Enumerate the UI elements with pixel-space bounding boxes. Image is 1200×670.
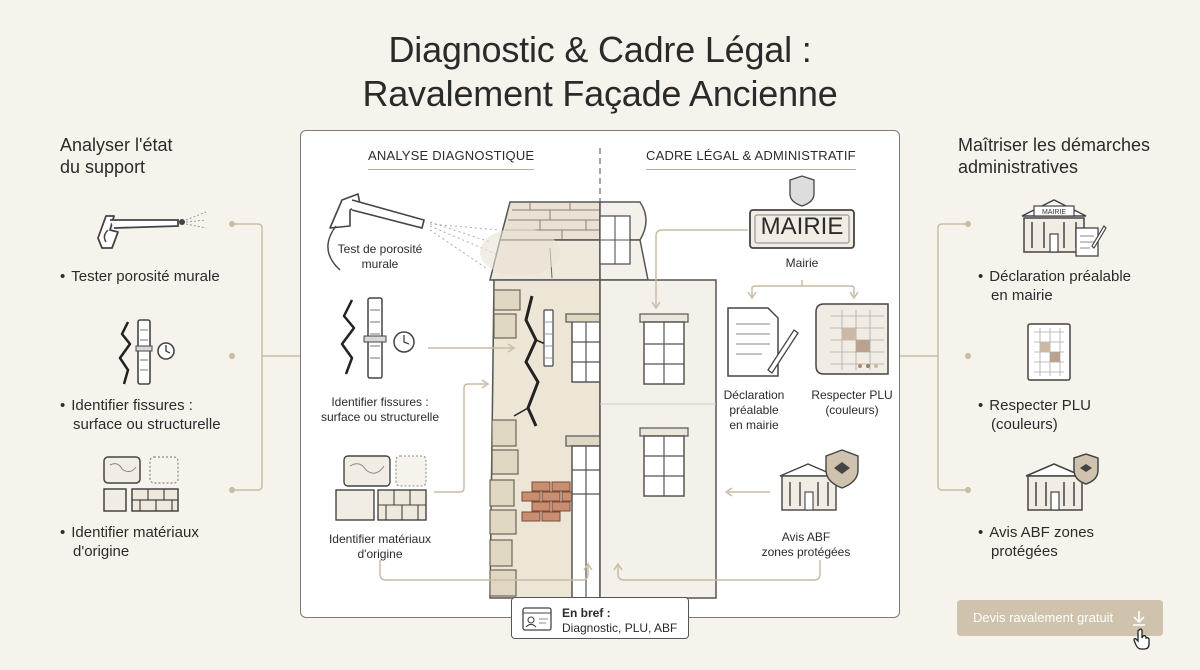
abf-label: Avis ABF zones protégées — [761, 530, 851, 559]
mairie-label: Mairie — [785, 256, 819, 270]
right-item-declaration: •Déclaration préalable en mairie — [978, 268, 1132, 304]
page-title-line-1: Diagnostic & Cadre Légal : — [388, 29, 812, 70]
id-card-icon — [522, 607, 552, 631]
left-item-cracks: •Identifier fissures : surface ou struct… — [60, 397, 221, 433]
page-title: Diagnostic & Cadre Légal : Ravalement Fa… — [0, 28, 1200, 116]
summary-text: Diagnostic, PLU, ABF — [562, 621, 678, 635]
diagnostic-section-title: ANALYSE DIAGNOSTIQUE — [368, 148, 535, 170]
town-hall-icon: MAIRIE — [1021, 199, 1107, 257]
cracks-label: Identifier fissures : surface ou structu… — [320, 395, 440, 424]
blueprint-icon — [1027, 323, 1071, 381]
materials-icon — [103, 456, 179, 512]
house-facade-illustration — [327, 148, 889, 600]
right-column-heading: Maîtriser les démarches administratives — [958, 135, 1151, 177]
plu-label: Respecter PLU (couleurs) — [811, 388, 893, 417]
left-column-heading: Analyser l'état du support — [60, 135, 173, 177]
town-hall-badge: MAIRIE — [1042, 209, 1066, 216]
crack-gauge-icon — [118, 319, 175, 385]
free-quote-button[interactable]: Devis ravalement gratuit — [957, 600, 1163, 650]
legal-section-title: CADRE LÉGAL & ADMINISTRATIF — [646, 148, 856, 170]
pressure-washer-icon — [97, 211, 207, 249]
left-item-porosity: •Tester porosité murale — [60, 268, 220, 285]
page-title-line-2: Ravalement Façade Ancienne — [362, 73, 838, 114]
summary-title: En bref : — [562, 606, 611, 620]
download-icon — [1133, 611, 1145, 626]
summary-box: En bref : Diagnostic, PLU, ABF — [511, 597, 689, 639]
mairie-sign: MAIRIE — [760, 213, 844, 240]
right-item-plu: •Respecter PLU (couleurs) — [978, 397, 1091, 433]
materials-label: Identifier matériaux d'origine — [328, 532, 432, 561]
free-quote-button-label: Devis ravalement gratuit — [973, 610, 1114, 625]
left-item-materials: •Identifier matériaux d'origine — [60, 524, 199, 560]
porosity-label: Test de porosité murale — [337, 242, 423, 271]
cursor-hand-icon — [1133, 628, 1150, 650]
declaration-label: Déclaration préalable en mairie — [723, 388, 785, 432]
protected-building-icon — [1025, 453, 1099, 511]
right-item-abf: •Avis ABF zones protégées — [978, 524, 1095, 560]
